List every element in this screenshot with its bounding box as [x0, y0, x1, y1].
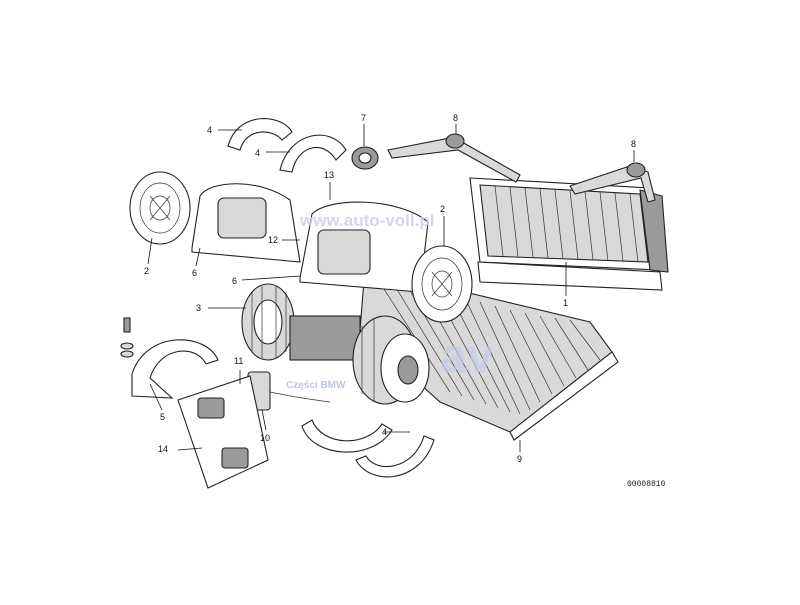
- callout-8: 8: [453, 113, 458, 123]
- callout-2: 2: [144, 266, 149, 276]
- callout-4: 4: [255, 148, 260, 158]
- callout-11: 11: [234, 356, 243, 366]
- callout-13: 13: [324, 170, 334, 180]
- callout-9: 9: [517, 454, 522, 464]
- callout-7: 7: [361, 113, 366, 123]
- callout-5: 5: [160, 412, 165, 422]
- clamp-band-top-a: [227, 118, 293, 151]
- callout-10: 10: [260, 433, 270, 443]
- blower-assembly: [241, 283, 430, 405]
- leader-lines: [147, 124, 635, 452]
- callout-4: 4: [382, 427, 387, 437]
- coolant-pipes: [387, 133, 656, 203]
- watermark-url: www.auto-voll.pl: [299, 211, 434, 230]
- callout-2: 2: [440, 204, 445, 214]
- grommet: [351, 146, 379, 170]
- mounting-plate: [177, 375, 269, 489]
- callout-4: 4: [207, 125, 212, 135]
- clamp-band-top-b: [279, 134, 347, 173]
- blower-housing-right: [299, 201, 429, 293]
- drawing-code: 00008810: [627, 480, 666, 489]
- callout-12: 12: [268, 235, 278, 245]
- watermark: www.auto-voll.pl Części BMW av: [286, 211, 494, 391]
- watermark-logo: av: [440, 330, 494, 383]
- callout-1: 1: [563, 298, 568, 308]
- fan-cover-right: [411, 245, 473, 323]
- callout-6: 6: [192, 268, 197, 278]
- callout-3: 3: [196, 303, 201, 313]
- clamp-band-bottom-a: [301, 419, 393, 453]
- fan-cover-left: [129, 171, 191, 245]
- watermark-brand: Części BMW: [286, 380, 346, 391]
- callout-8: 8: [631, 139, 636, 149]
- callout-6: 6: [232, 276, 237, 286]
- bracket: [120, 317, 219, 399]
- clamp-band-bottom-b: [355, 435, 435, 478]
- blower-housing-left: [191, 183, 301, 263]
- heater-core: [469, 177, 669, 291]
- callout-14: 14: [158, 444, 168, 454]
- callout-labels: 4 4 7 8 8 13 12 2 2 6 6 1 3 5 11 10 14 4…: [144, 113, 636, 464]
